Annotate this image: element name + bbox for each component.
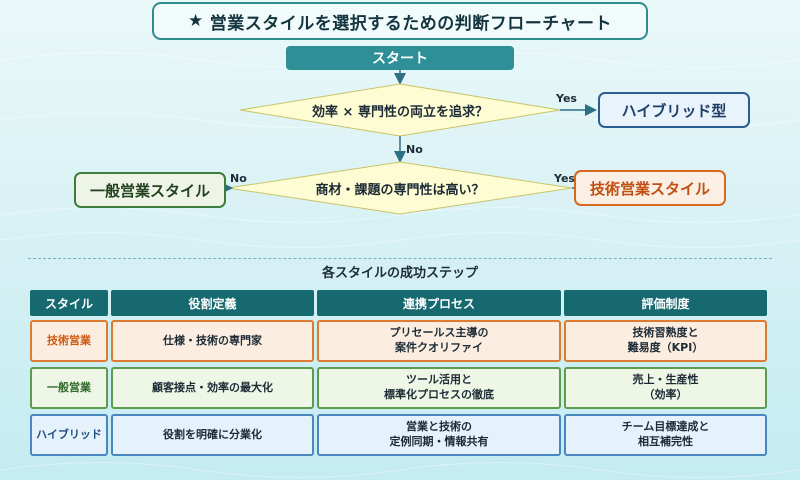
table-row-hybrid: ハイブリッド 役割を明確に分業化 営業と技術の 定例同期・情報共有 チーム目標達…: [30, 414, 770, 456]
flowchart-connectors: [221, 70, 597, 215]
page-title-text: 営業スタイルを選択するための判断フローチャート: [209, 13, 613, 34]
cell-evaluation: チーム目標達成と 相互補完性: [564, 414, 767, 456]
cell-style: 一般営業: [30, 367, 108, 409]
cell-process: プリセールス主導の 案件クオリファイ: [317, 320, 561, 362]
decision-1-label: 効率 × 専門性の両立を追求？: [312, 104, 488, 120]
star-icon: ★: [187, 11, 204, 31]
result-general: 一般営業スタイル: [74, 172, 226, 208]
cell-role: 顧客接点・効率の最大化: [111, 367, 314, 409]
decision-2-shape: [227, 161, 573, 215]
cell-role: 仕様・技術の専門家: [111, 320, 314, 362]
decision-2-label: 商材・課題の専門性は高い？: [315, 182, 485, 198]
table-header: スタイル 役割定義 連携プロセス 評価制度: [30, 290, 770, 316]
no-label-decision-2: No: [230, 172, 247, 185]
start-node: スタート: [286, 46, 514, 70]
cell-style: 技術営業: [30, 320, 108, 362]
header-evaluation: 評価制度: [564, 290, 767, 316]
table-row-general: 一般営業 顧客接点・効率の最大化 ツール活用と 標準化プロセスの徹底 売上・生産…: [30, 367, 770, 409]
section-title: 各スタイルの成功ステップ: [321, 266, 478, 281]
result-tech: 技術営業スタイル: [574, 170, 726, 206]
cell-evaluation: 技術習熟度と 難易度（KPI）: [564, 320, 767, 362]
cell-role: 役割を明確に分業化: [111, 414, 314, 456]
yes-label-decision-1: Yes: [556, 92, 577, 105]
result-hybrid: ハイブリッド型: [598, 92, 750, 128]
no-label-decision-1: No: [406, 143, 423, 156]
header-role: 役割定義: [111, 290, 314, 316]
cell-process: ツール活用と 標準化プロセスの徹底: [317, 367, 561, 409]
cell-style: ハイブリッド: [30, 414, 108, 456]
header-style: スタイル: [30, 290, 108, 316]
yes-label-decision-2: Yes: [554, 172, 575, 185]
header-process: 連携プロセス: [317, 290, 561, 316]
section-divider: [28, 258, 772, 259]
cell-process: 営業と技術の 定例同期・情報共有: [317, 414, 561, 456]
success-steps-table: スタイル 役割定義 連携プロセス 評価制度 技術営業 仕様・技術の専門家 プリセ…: [30, 290, 770, 461]
page-title: ★ 営業スタイルを選択するための判断フローチャート: [152, 2, 648, 40]
cell-evaluation: 売上・生産性 （効率）: [564, 367, 767, 409]
table-row-tech: 技術営業 仕様・技術の専門家 プリセールス主導の 案件クオリファイ 技術習熟度と…: [30, 320, 770, 362]
